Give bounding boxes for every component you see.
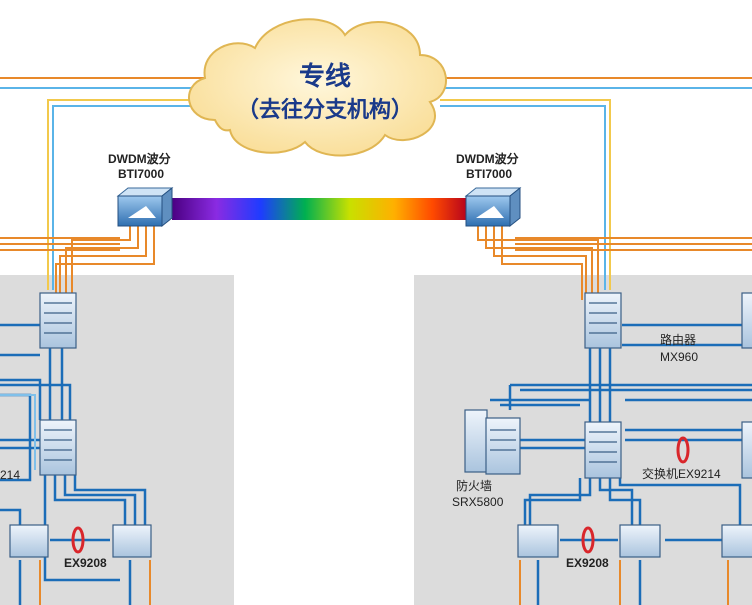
right-site-links: [470, 323, 752, 605]
router-label: 路由器: [660, 333, 697, 347]
dwdm-wavelength-link: [172, 198, 468, 220]
router-right-2-partial: [741, 292, 752, 349]
firewall-model: SRX5800: [452, 495, 504, 509]
left-core-switch-label: 214: [0, 468, 21, 482]
core-switch-left: [39, 419, 77, 476]
firewall-right: [464, 409, 521, 475]
dwdm-right-label: DWDM波分: [456, 152, 519, 166]
cloud-shape: [188, 18, 447, 157]
dwdm-left-model: BTI7000: [118, 167, 165, 181]
dwdm-device-left: [116, 186, 174, 228]
firewall-label: 防火墙: [456, 479, 493, 493]
left-access-pair-label: EX9208: [64, 556, 107, 570]
cloud-title: 专线: [298, 61, 351, 91]
left-site-lightblue: [0, 394, 36, 470]
core-switch-right: [584, 421, 622, 479]
wan-links: [0, 77, 752, 290]
core-switch-right-2-partial: [741, 421, 752, 479]
router-right: [584, 292, 622, 349]
right-access-pair-label: EX9208: [566, 556, 609, 570]
core-switch-label: 交换机EX9214: [642, 467, 721, 481]
access-switches: [9, 524, 752, 558]
dwdm-right-model: BTI7000: [466, 167, 513, 181]
router-model: MX960: [660, 350, 699, 364]
dwdm-fibres: [0, 226, 752, 300]
router-left: [39, 292, 77, 349]
dwdm-left-label: DWDM波分: [108, 152, 171, 166]
dwdm-device-right: [464, 186, 522, 228]
stacking-links: [71, 436, 690, 554]
right-site-orange-down: [39, 560, 729, 605]
cloud-subtitle: （去往分支机构）: [236, 97, 413, 122]
